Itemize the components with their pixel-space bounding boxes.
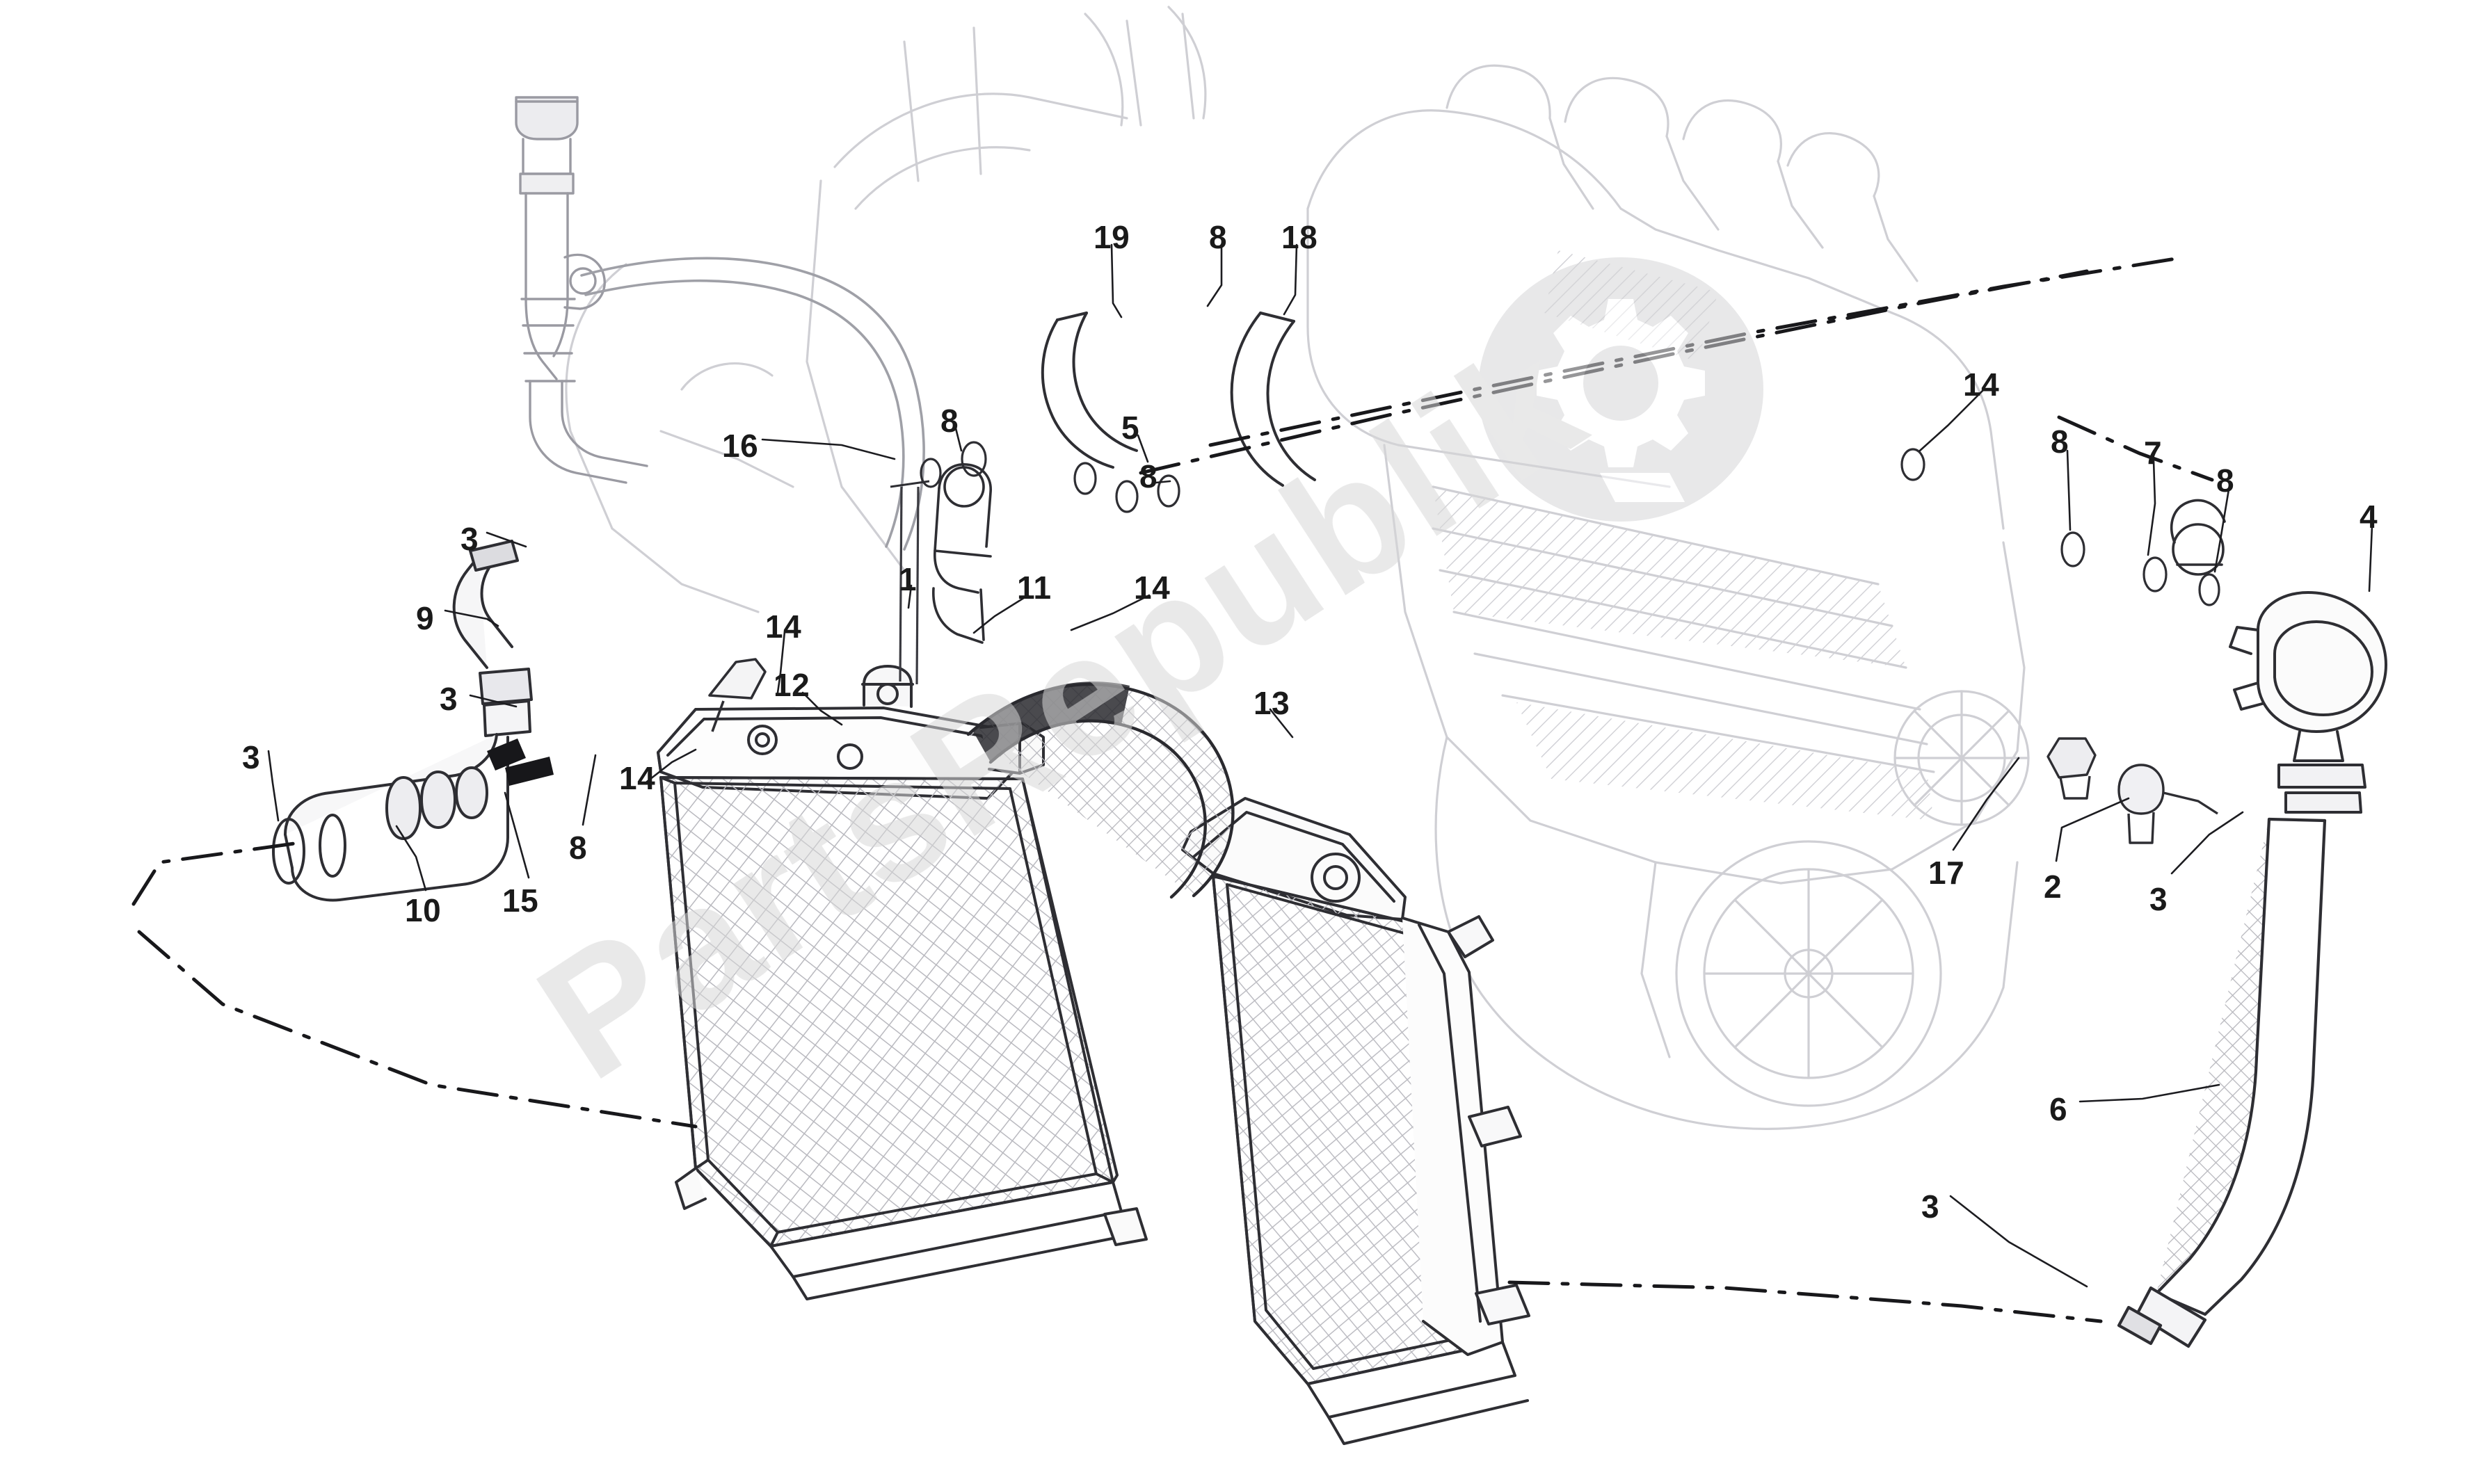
callout-8: 8 <box>2051 424 2069 460</box>
callout-12: 12 <box>774 667 810 703</box>
callout-10: 10 <box>405 892 442 928</box>
thermostat-housing <box>2170 499 2226 576</box>
callout-8: 8 <box>2216 462 2235 499</box>
callout-3: 3 <box>1921 1188 1940 1225</box>
callout-15: 15 <box>502 882 539 919</box>
callout-14: 14 <box>1134 570 1171 606</box>
overflow-hose <box>1230 312 1316 487</box>
temperature-sensor <box>2117 764 2218 844</box>
callout-18: 18 <box>1281 219 1318 255</box>
callout-13: 13 <box>1253 685 1290 721</box>
fasteners <box>890 441 2220 606</box>
upper-radiator-hose <box>966 681 1235 899</box>
callout-8: 8 <box>569 830 588 866</box>
breather-hose <box>1041 312 1138 469</box>
main-radiator <box>657 665 1148 1300</box>
expansion-tank-hose <box>580 257 925 551</box>
callout-9: 9 <box>416 600 435 636</box>
callout-2: 2 <box>2044 869 2063 905</box>
callout-8: 8 <box>1209 219 1228 255</box>
callout-1: 1 <box>899 561 918 597</box>
callout-14: 14 <box>1963 366 2000 403</box>
callout-14: 14 <box>619 760 656 796</box>
callout-3: 3 <box>460 521 479 557</box>
callout-4: 4 <box>2360 499 2378 535</box>
leader-lines <box>267 243 2373 1288</box>
callout-16: 16 <box>722 428 759 464</box>
callout-3: 3 <box>440 681 458 717</box>
secondary-radiator <box>1181 797 1530 1445</box>
callout-6: 6 <box>2049 1091 2068 1127</box>
callout-19: 19 <box>1094 219 1130 255</box>
callout-8: 8 <box>940 403 959 439</box>
thermal-switch <box>2047 737 2097 800</box>
callout-8: 8 <box>1139 458 1158 494</box>
union-pipe <box>899 486 920 685</box>
callout-11: 11 <box>1017 570 1052 606</box>
callout-3: 3 <box>2149 881 2168 917</box>
callout-7: 7 <box>2144 435 2163 471</box>
connecting-pipe <box>932 463 992 644</box>
expansion-tank-assembly <box>515 96 648 484</box>
callout-17: 17 <box>1928 855 1965 891</box>
lower-radiator-hose <box>2117 817 2327 1348</box>
callout-5: 5 <box>1121 410 1140 446</box>
water-pump-hose-assembly <box>272 540 554 902</box>
cooling-fan <box>2229 591 2387 814</box>
callout-3: 3 <box>242 739 261 775</box>
callout-14: 14 <box>765 608 802 645</box>
radiator-bracket <box>708 658 767 732</box>
